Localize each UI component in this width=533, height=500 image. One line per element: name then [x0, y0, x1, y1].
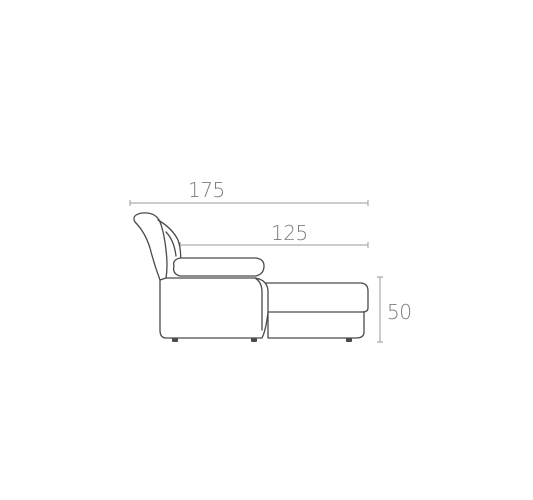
dimension-label-seat: 125 [271, 221, 308, 245]
dimension-seat-length: 125 [179, 221, 369, 248]
sofa-foot-middle [251, 338, 257, 342]
dimension-label-height: 50 [387, 300, 411, 324]
sofa-drawing [133, 212, 369, 342]
chaise-base [267, 311, 365, 339]
chaise-cushion [261, 282, 369, 313]
dimension-height: 50 [377, 276, 412, 343]
back-cushion-edge [165, 231, 177, 257]
sofa-foot-back [172, 338, 178, 342]
dimension-label-total: 175 [188, 178, 225, 202]
seat-cushion [172, 257, 265, 277]
dimension-total-length: 175 [129, 178, 369, 206]
sofa-backrest [133, 212, 168, 281]
sofa-foot-front [346, 338, 352, 342]
sofa-body [159, 277, 269, 339]
sofa-front-panel [254, 277, 263, 331]
